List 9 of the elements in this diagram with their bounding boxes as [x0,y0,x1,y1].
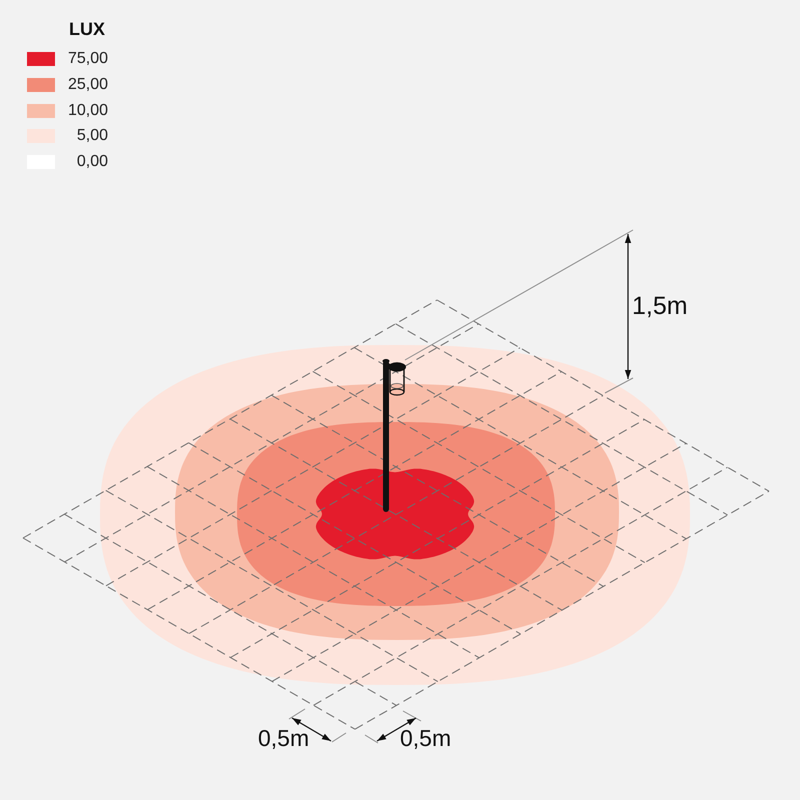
dimension-label: 0,5m [400,727,452,750]
legend-label: 5,00 [76,128,108,144]
legend-label: 0,00 [76,154,108,170]
dimension-label: 0,5m [258,727,310,750]
dimension-label: 1,5m [632,294,688,319]
legend-label: 10,00 [68,102,108,119]
legend-label: 25,00 [68,76,108,93]
legend-title: LUX [69,20,105,38]
legend-label: 75,00 [68,51,108,67]
